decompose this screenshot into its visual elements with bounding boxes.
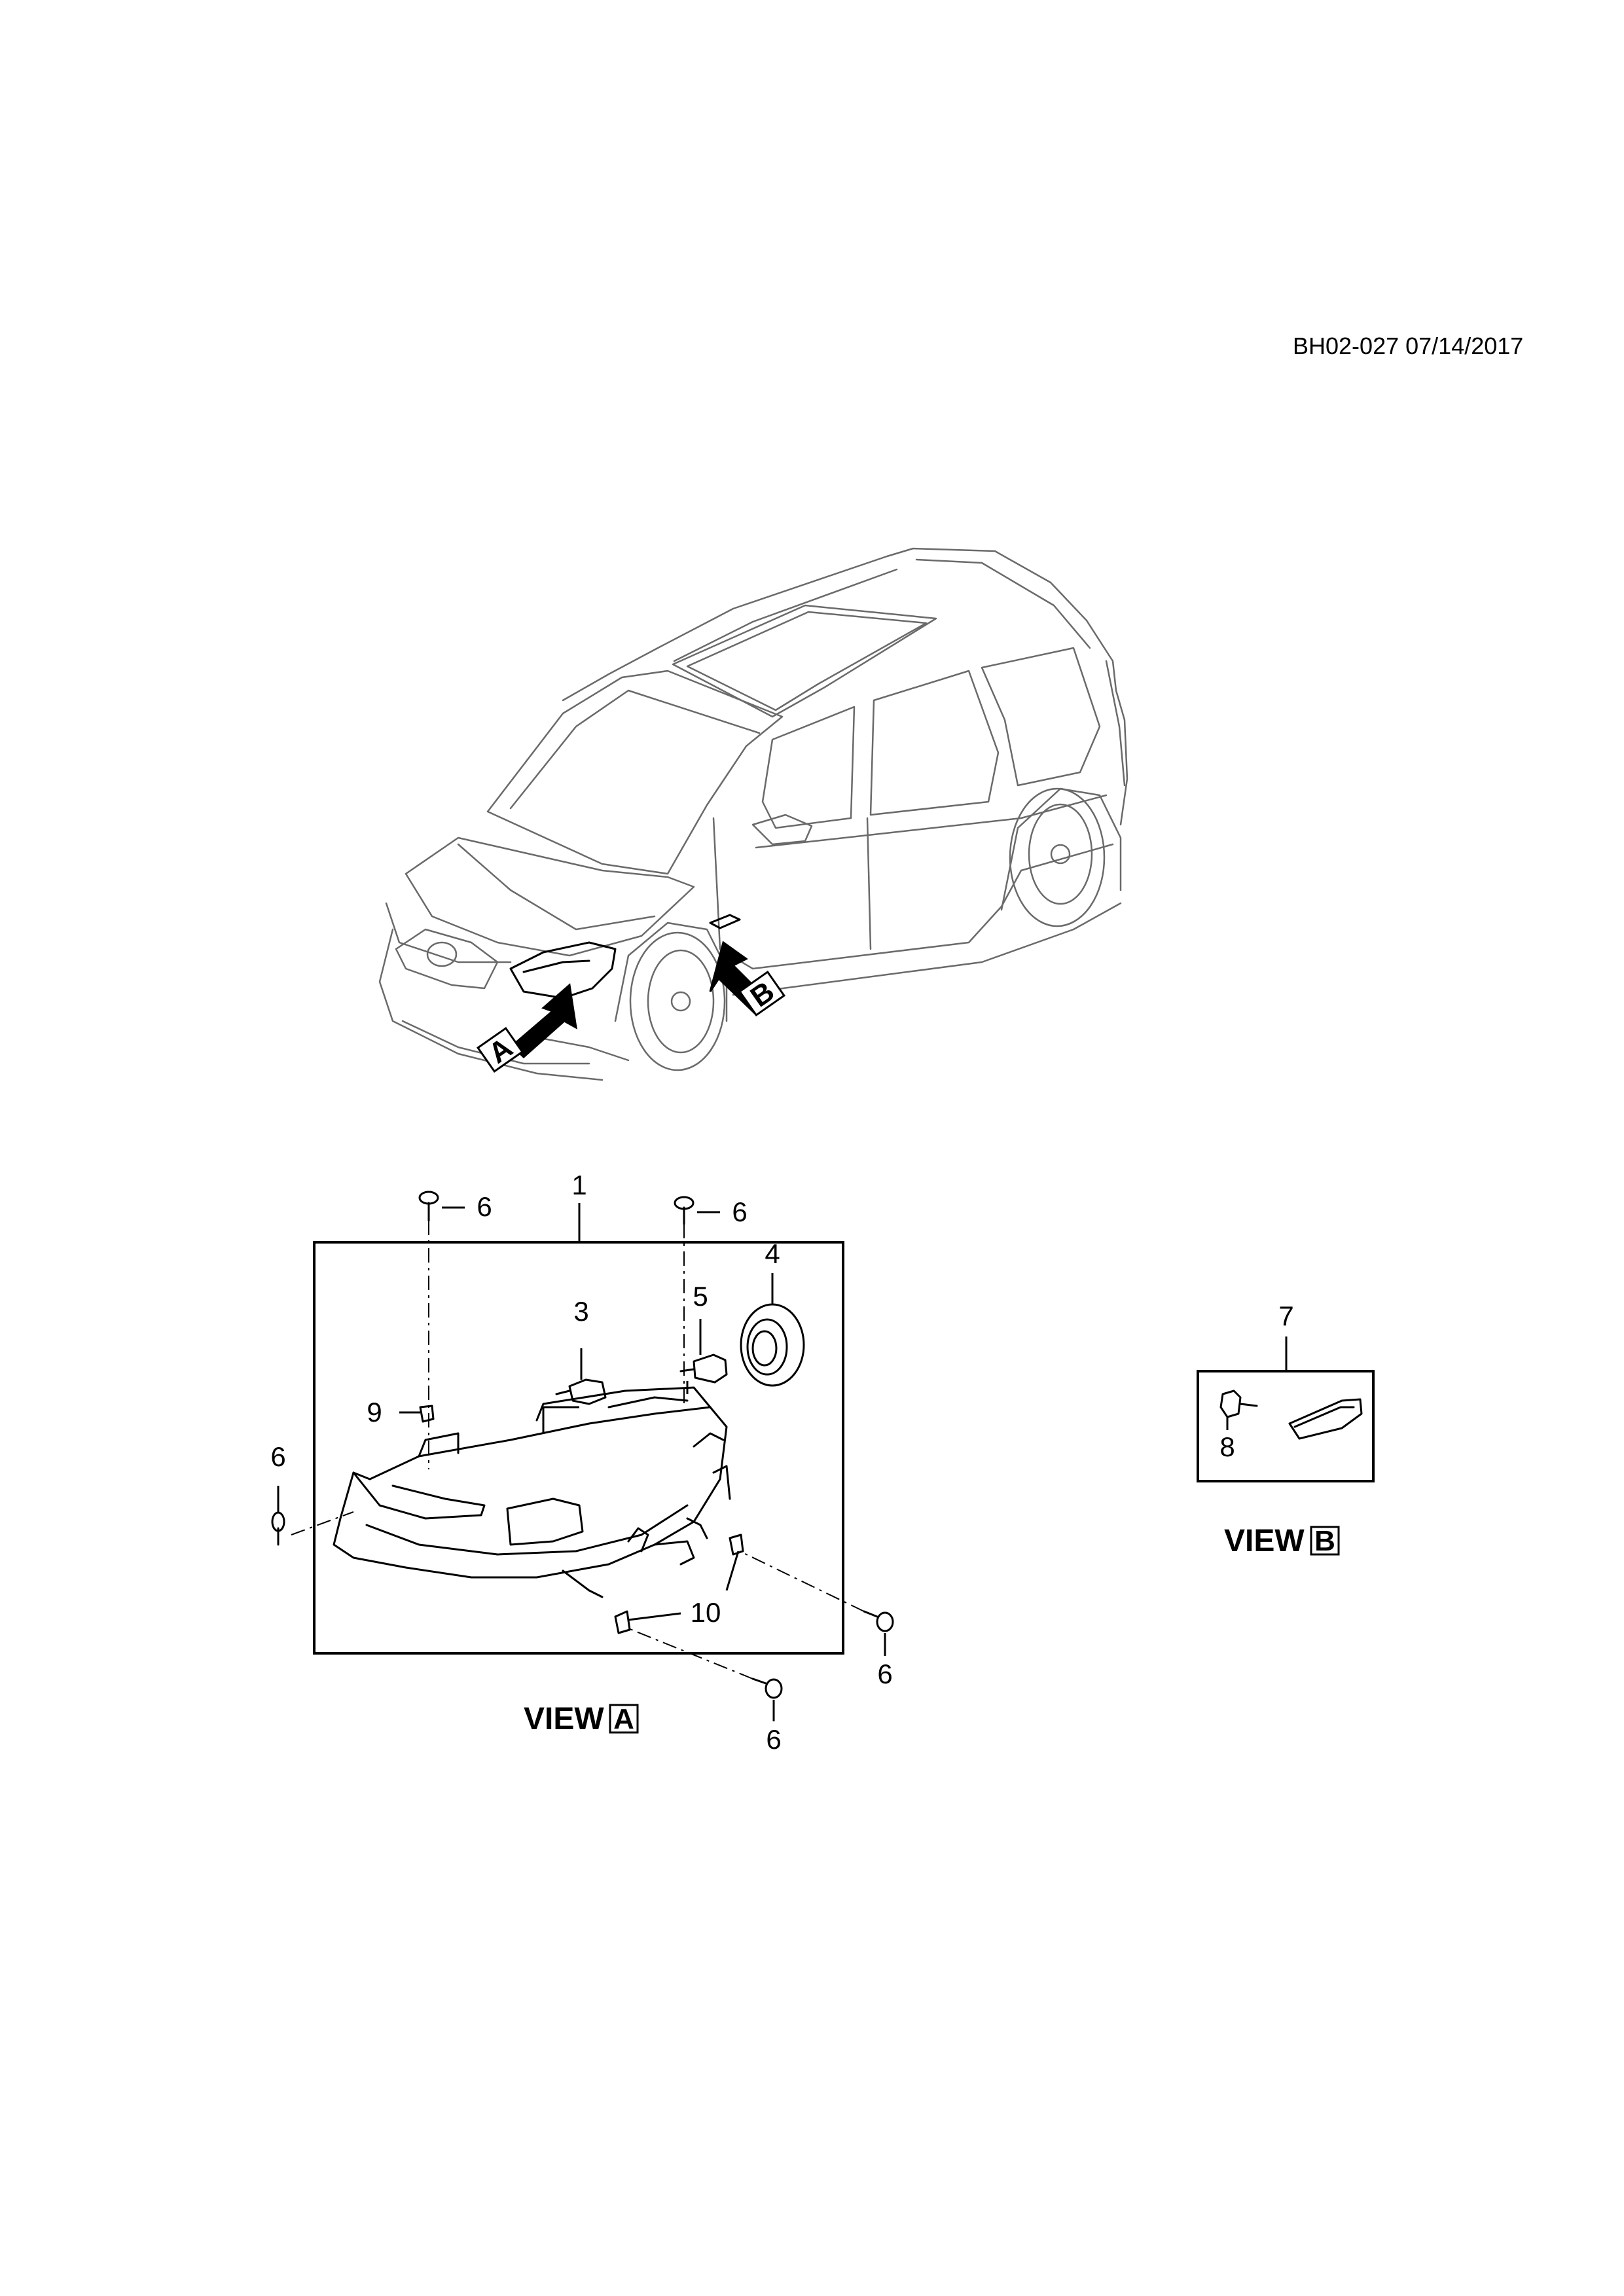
- vehicle-windshield: [486, 670, 784, 875]
- vehicle-rear-wheel: [1000, 787, 1122, 927]
- callout-6-top-left: 6: [477, 1191, 492, 1222]
- bracket-10: [614, 1534, 744, 1634]
- view-b-title: VIEW: [1224, 1524, 1305, 1558]
- callout-6-left: 6: [270, 1441, 285, 1472]
- view-a-arrow: A: [476, 983, 577, 1073]
- view-b-caption: VIEW B: [1224, 1524, 1340, 1558]
- side-marker-lens: [1288, 1398, 1363, 1440]
- bulb-3: [542, 1348, 607, 1433]
- view-b-frame: [1197, 1370, 1375, 1482]
- callout-7: 7: [1278, 1300, 1293, 1331]
- view-a-title: VIEW: [524, 1702, 604, 1736]
- callout-5: 5: [693, 1281, 708, 1312]
- view-a-panel: 1 3: [270, 1170, 894, 1755]
- vehicle-sunroof: [672, 604, 937, 718]
- screw-right: [739, 1551, 894, 1656]
- screw-top-left: [418, 1191, 465, 1469]
- side-marker-bulb-8: [1219, 1390, 1258, 1430]
- screw-left: [271, 1486, 354, 1546]
- callout-10: 10: [691, 1597, 721, 1628]
- callout-8: 8: [1219, 1431, 1235, 1462]
- vehicle-overview: [378, 547, 1128, 1081]
- view-b-letter: B: [1314, 1525, 1335, 1557]
- callout-9: 9: [367, 1397, 382, 1427]
- callout-4: 4: [765, 1238, 780, 1269]
- document-code: BH02-027 07/14/2017: [1293, 332, 1524, 359]
- view-b-arrow: B: [709, 941, 786, 1017]
- callout-3: 3: [573, 1296, 588, 1327]
- bulb-5: [679, 1319, 728, 1394]
- callout-6-top-right: 6: [732, 1196, 747, 1227]
- vehicle-mirror: [751, 814, 813, 846]
- screw-top-right: [674, 1196, 720, 1404]
- screw-bottom: [628, 1628, 783, 1721]
- view-a-caption: VIEW A: [524, 1702, 639, 1736]
- vehicle-roof-outline: [562, 547, 1128, 826]
- callout-1: 1: [571, 1170, 586, 1200]
- callout-6-right: 6: [877, 1659, 892, 1689]
- vehicle-side-windows: [761, 647, 1101, 829]
- cap-4: [740, 1273, 805, 1387]
- vehicle-front-wheel: [614, 922, 728, 1071]
- headlamp-assembly: [333, 1386, 731, 1598]
- view-a-letter: A: [613, 1703, 634, 1735]
- vehicle-headlamp-location: [509, 941, 617, 999]
- callout-6-bottom: 6: [766, 1724, 781, 1755]
- vehicle-hood: [405, 836, 695, 957]
- vehicle-grille: [395, 928, 499, 990]
- view-b-panel: 7 8 VIEW B: [1197, 1300, 1375, 1558]
- vehicle-side-marker-location: [709, 914, 741, 929]
